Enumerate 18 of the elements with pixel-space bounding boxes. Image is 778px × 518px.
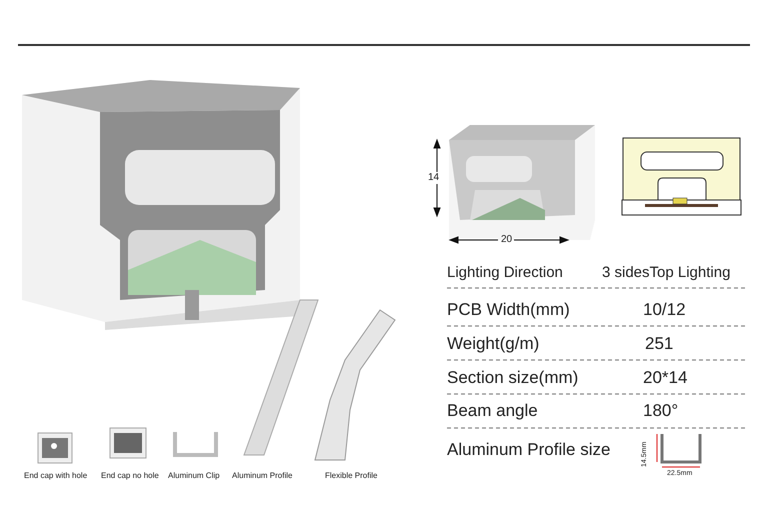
table-cell: Aluminum Profile size [447,441,610,458]
table-cell: 20*14 [643,369,688,386]
dimension-label: 14 [428,172,440,184]
caption-text: Aluminum Clip [168,472,220,480]
table-cell: Weight(g/m) [447,335,540,352]
caption-text: Aluminum Profile [232,472,292,480]
table-cell: Section size(mm) [447,369,578,386]
caption-text: End cap with hole [24,472,88,480]
table-cell: Lighting Direction [447,265,563,280]
table-cell: 180° [643,402,678,419]
dimension-label: 20 [501,235,512,245]
caption-text: End cap no hole [101,472,159,480]
caption-text: Flexible Profile [325,472,378,480]
table-cell: 10/12 [643,301,686,318]
table-cell: PCB Width(mm) [447,301,570,318]
table-cell: Beam angle [447,402,538,419]
table-cell: 3 sidesTop Lighting [602,265,730,280]
table-cell: 251 [645,335,674,352]
